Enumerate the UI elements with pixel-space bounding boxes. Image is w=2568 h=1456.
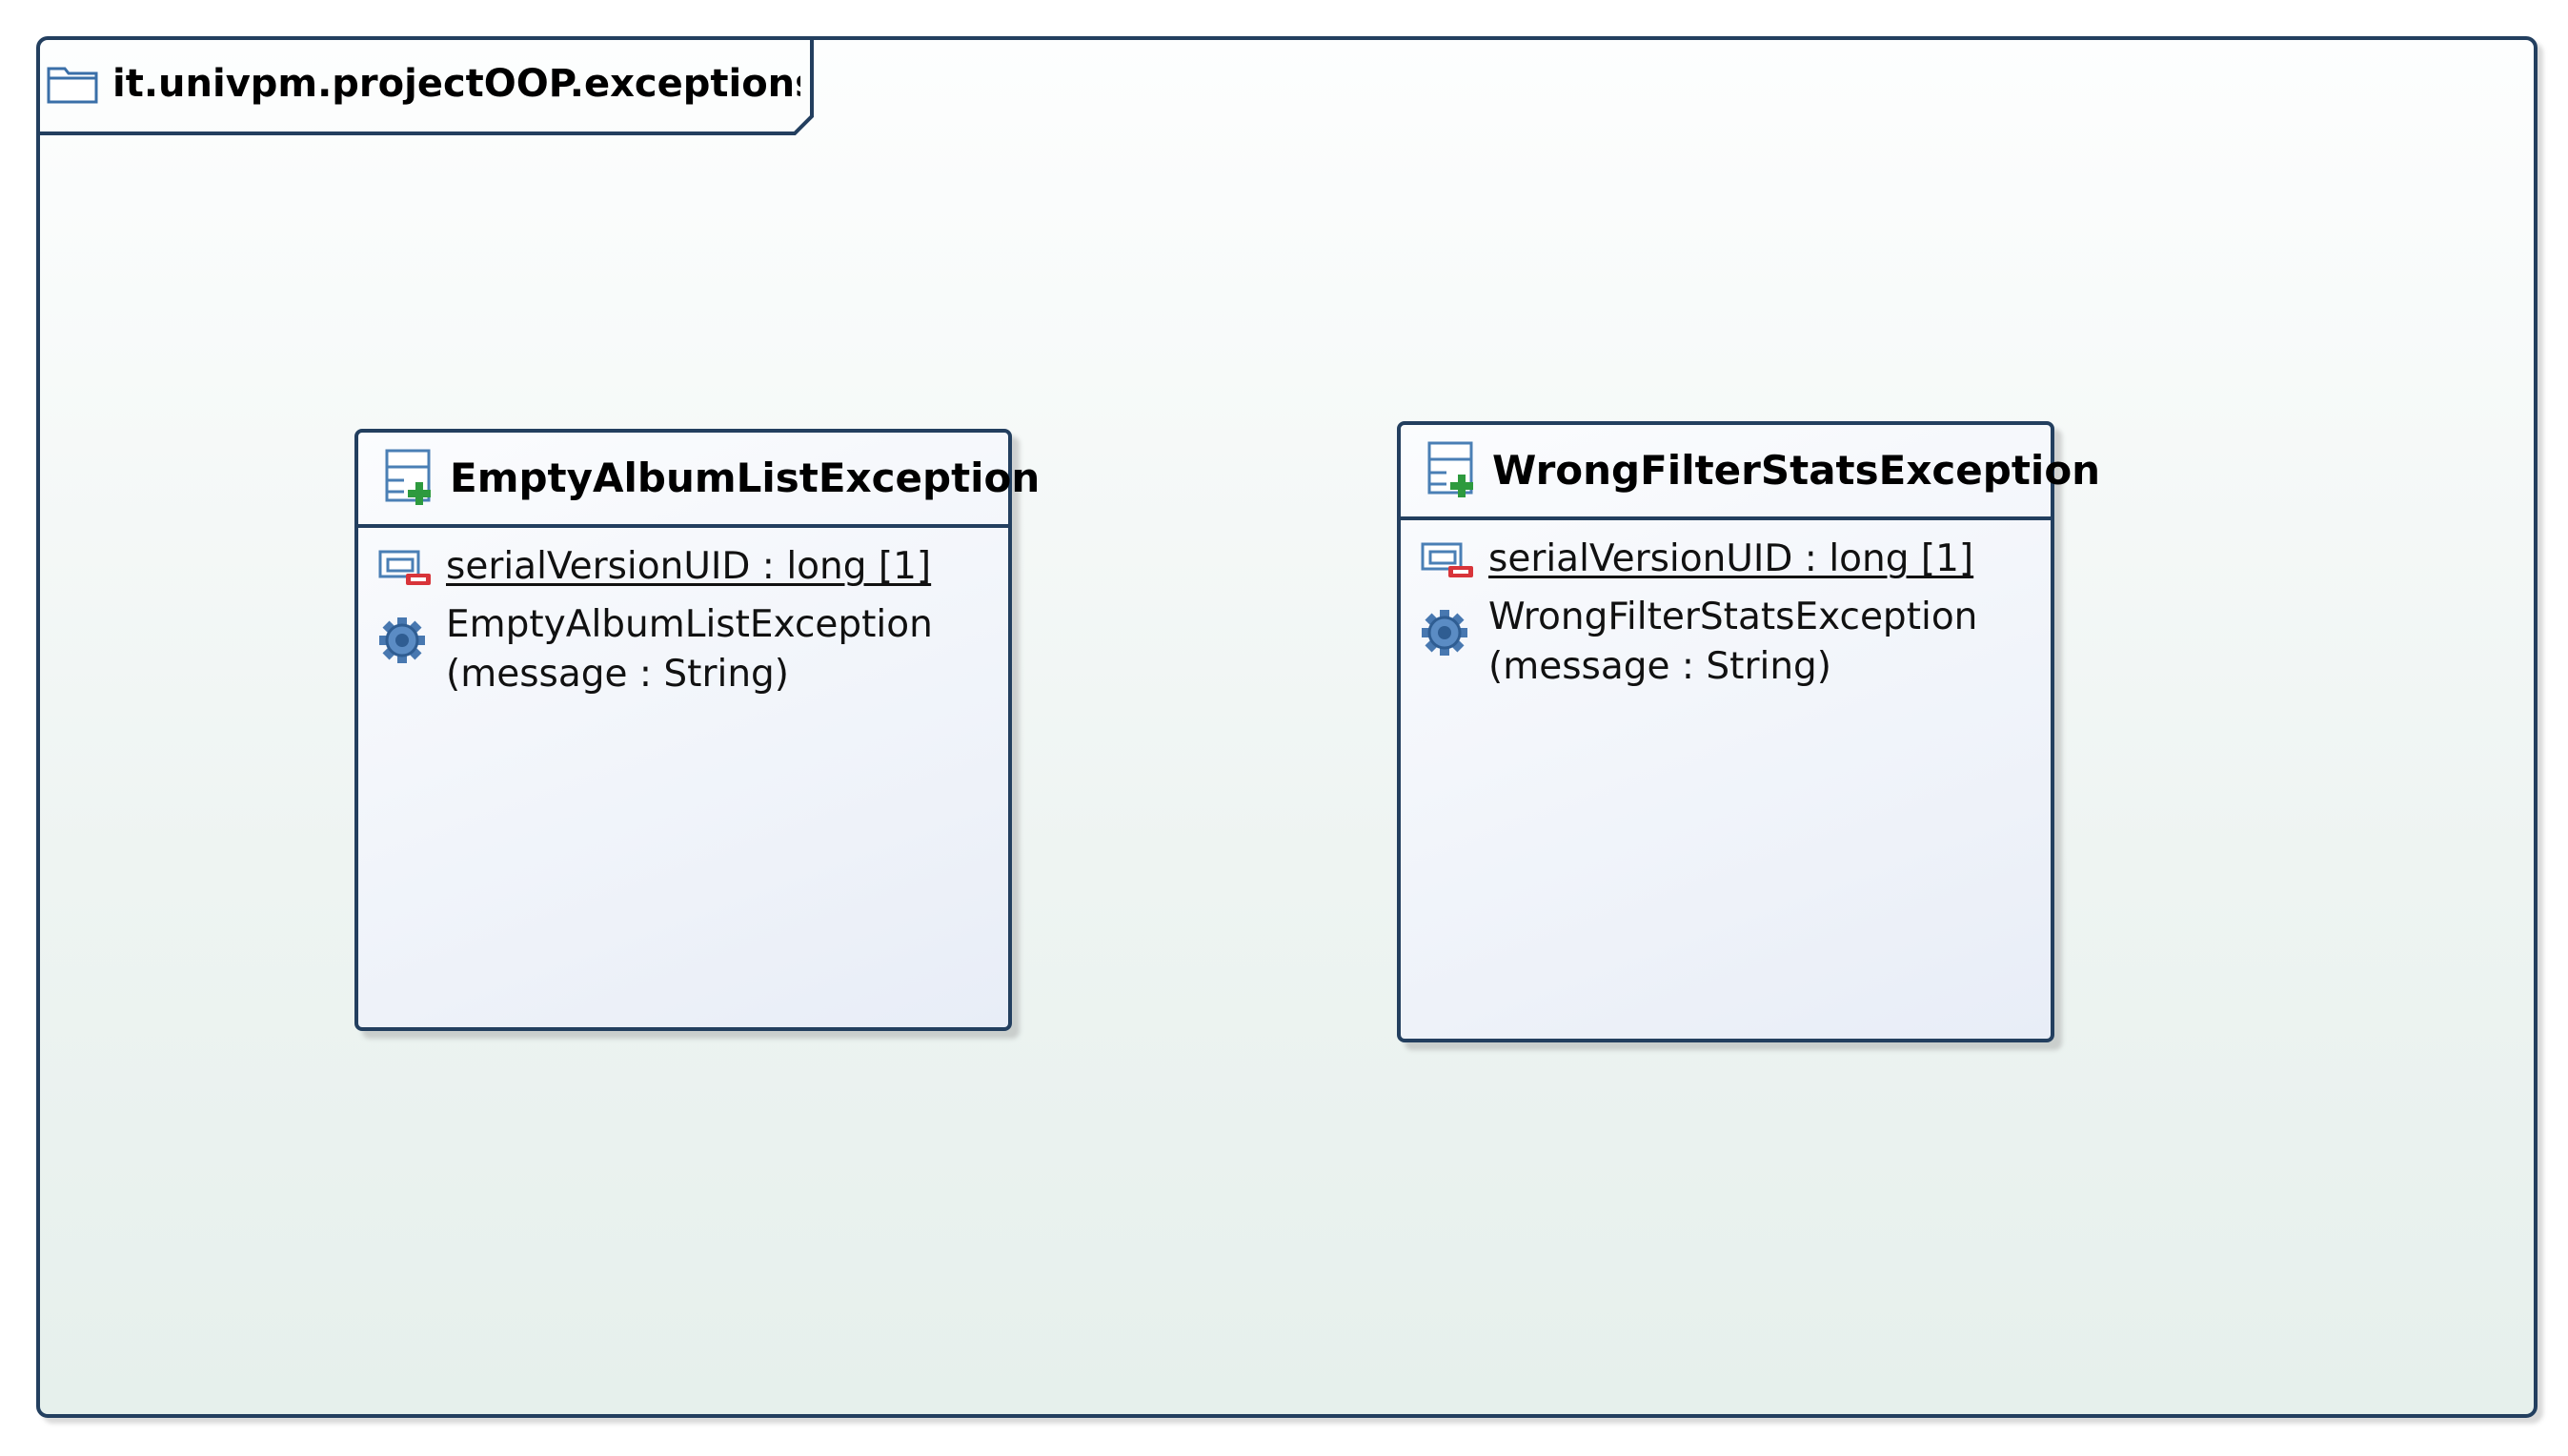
- private-static-field-icon: [378, 550, 431, 585]
- constructor-signature-line2[interactable]: (message : String): [1488, 645, 1832, 688]
- package-tab[interactable]: it.univpm.projectOOP.exceptions: [36, 36, 814, 135]
- attribute-serial-version-uid[interactable]: serialVersionUID : long [1]: [1488, 537, 1974, 580]
- attribute-serial-version-uid[interactable]: serialVersionUID : long [1]: [446, 545, 932, 588]
- package-tab-outline: [38, 38, 814, 135]
- constructor-signature-line2[interactable]: (message : String): [446, 653, 790, 696]
- package-folder-icon: [47, 67, 98, 104]
- private-static-field-icon: [1421, 542, 1473, 577]
- class-header: EmptyAlbumListException: [358, 433, 1040, 528]
- class-public-icon: [1427, 441, 1473, 497]
- constructor-signature-line1[interactable]: EmptyAlbumListException: [446, 603, 933, 646]
- constructor-gear-icon: [379, 617, 425, 663]
- constructor-signature-line1[interactable]: WrongFilterStatsException: [1488, 596, 1978, 638]
- class-name: EmptyAlbumListException: [450, 455, 1041, 501]
- class-header: WrongFilterStatsException: [1401, 425, 2100, 520]
- package-name: it.univpm.projectOOP.exceptions: [112, 62, 800, 106]
- class-box-empty-album-list-exception[interactable]: EmptyAlbumListException serialVersionUID…: [354, 429, 1040, 1031]
- class-public-icon: [385, 449, 431, 505]
- class-box-wrong-filter-stats-exception[interactable]: WrongFilterStatsException serialVersionU…: [1397, 421, 2100, 1042]
- constructor-gear-icon: [1422, 610, 1467, 656]
- class-name: WrongFilterStatsException: [1492, 447, 2101, 494]
